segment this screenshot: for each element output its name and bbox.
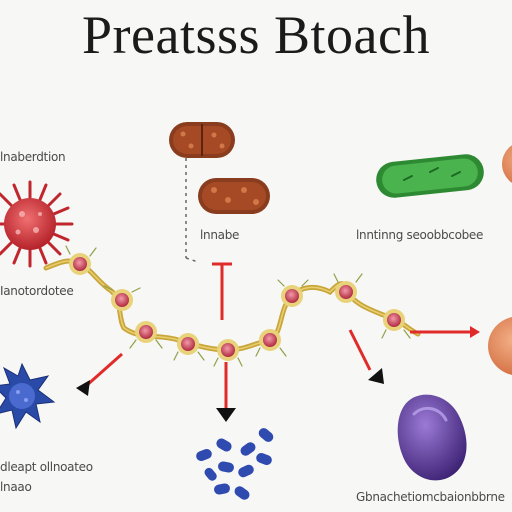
dashed-connector bbox=[185, 158, 199, 263]
label-center: lnnabe bbox=[200, 228, 240, 242]
brown-cell-top-icon bbox=[169, 122, 235, 158]
blue-spiky-cell-icon bbox=[0, 362, 56, 430]
label-bottom-left-1: dleapt ollnoateo bbox=[0, 460, 93, 474]
chain-nodes bbox=[69, 253, 405, 361]
label-bottom-right: Gbnachetiomcbaionbbrne bbox=[356, 490, 505, 504]
brown-cell-bottom-icon bbox=[198, 178, 270, 214]
chain-node bbox=[135, 321, 157, 343]
label-bottom-left-2: lnaao bbox=[0, 480, 32, 494]
arrow-bottom-right bbox=[348, 329, 384, 384]
orange-cell-top-icon bbox=[502, 145, 512, 183]
purple-cell-icon bbox=[397, 394, 467, 481]
chain-node bbox=[177, 333, 199, 355]
arrow-to-chain bbox=[212, 262, 232, 320]
chain-node bbox=[335, 281, 357, 303]
red-virus-icon bbox=[0, 180, 74, 268]
chain-node bbox=[111, 289, 133, 311]
arrow-down bbox=[216, 362, 236, 422]
orange-cell-right-icon bbox=[488, 316, 512, 376]
chain-node bbox=[383, 309, 405, 331]
chain-node bbox=[259, 329, 281, 351]
arrow-right bbox=[410, 326, 480, 338]
label-right: lnntinng seoobbcobee bbox=[356, 228, 484, 242]
green-cell-icon bbox=[376, 154, 484, 198]
label-top-left: lnaberdtion bbox=[0, 150, 66, 164]
diagram-title: Preatsss Btoach bbox=[82, 5, 430, 65]
chain-bristles bbox=[65, 245, 411, 367]
chain-node bbox=[217, 339, 239, 361]
label-mid-left: Ianotordotee bbox=[0, 284, 74, 298]
arrow-bottom-left bbox=[76, 352, 123, 396]
chain-node bbox=[69, 253, 91, 275]
chain-node bbox=[281, 285, 303, 307]
blue-bacteria-cluster-icon bbox=[196, 428, 274, 500]
